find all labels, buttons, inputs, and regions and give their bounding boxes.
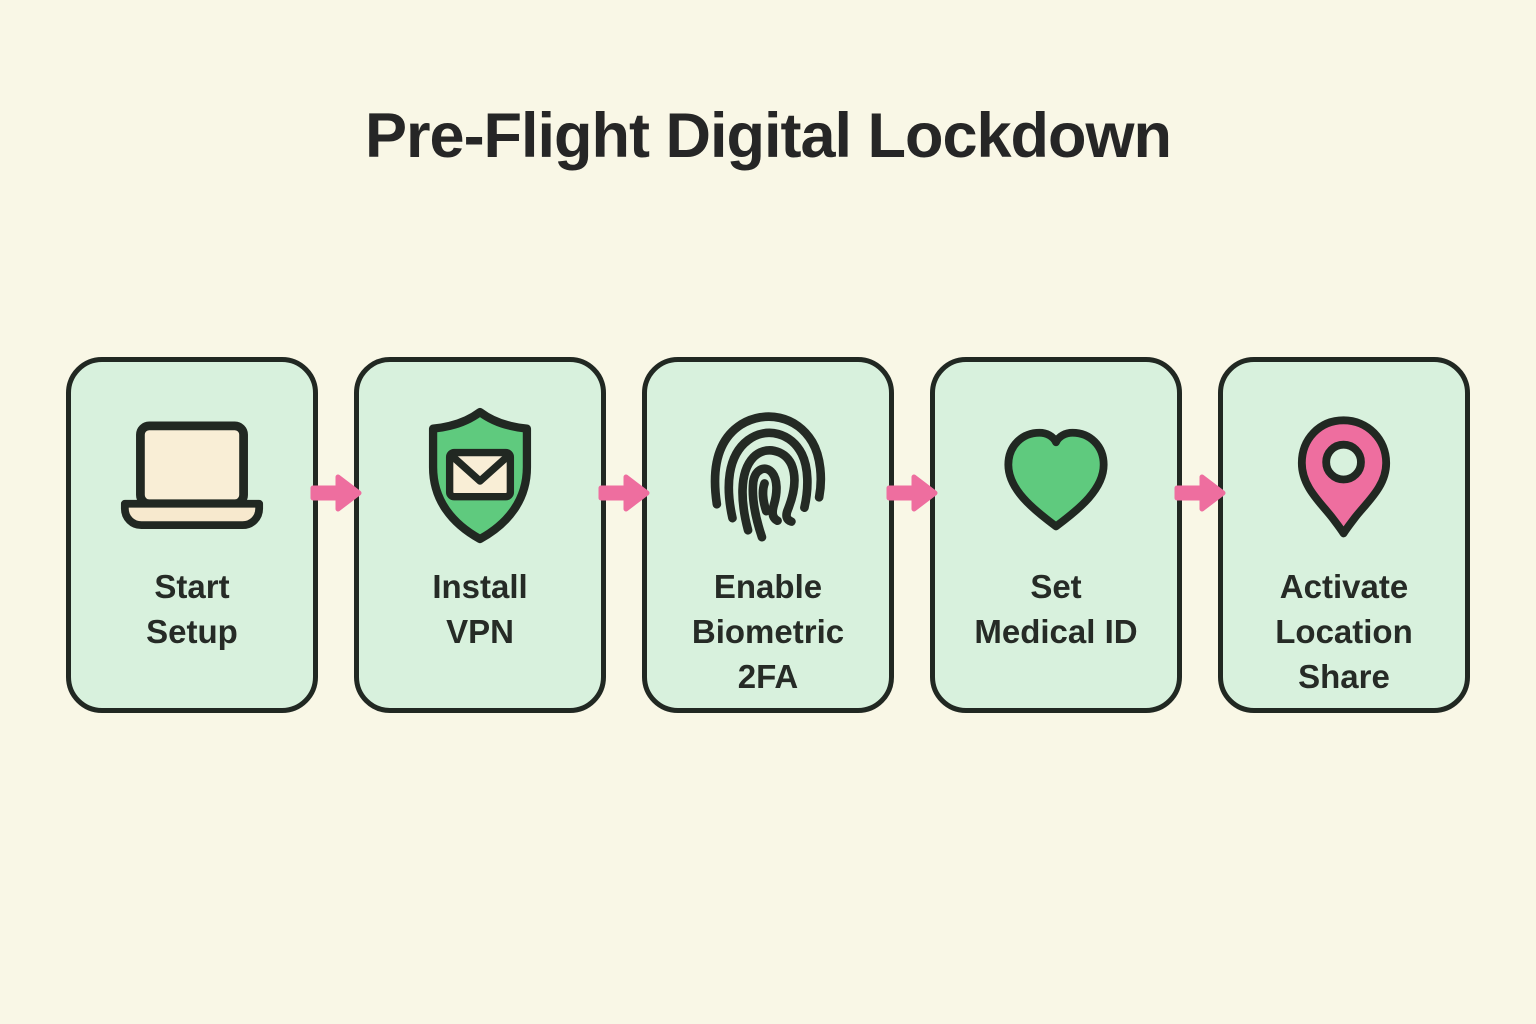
arrow-right-icon [598, 474, 650, 512]
step-card-set-medical-id: Set Medical ID [930, 357, 1182, 713]
step-label: Start Setup [146, 568, 238, 650]
step-card-enable-biometric-2fa: Enable Biometric 2FA [642, 357, 894, 713]
page-title: Pre-Flight Digital Lockdown [365, 101, 1172, 171]
connector-1 [310, 357, 362, 713]
fingerprint-icon [703, 400, 833, 552]
arrow-right-icon [1174, 474, 1226, 512]
location-pin-icon [1294, 400, 1394, 552]
step-label: Enable Biometric 2FA [691, 568, 845, 695]
heart-icon [991, 400, 1121, 552]
arrow-right-icon [886, 474, 938, 512]
step-label: Install VPN [432, 568, 528, 650]
laptop-icon [119, 400, 265, 552]
arrow-right-icon [310, 474, 362, 512]
step-label: Set Medical ID [974, 568, 1138, 650]
step-label: Activate Location Share [1275, 568, 1413, 695]
connector-4 [1174, 357, 1226, 713]
shield-mail-icon [411, 400, 549, 552]
connector-2 [598, 357, 650, 713]
step-card-start-setup: Start Setup [66, 357, 318, 713]
step-card-install-vpn: Install VPN [354, 357, 606, 713]
flowchart: Start Setup Install VPN [0, 357, 1536, 713]
connector-3 [886, 357, 938, 713]
step-card-activate-location-share: Activate Location Share [1218, 357, 1470, 713]
